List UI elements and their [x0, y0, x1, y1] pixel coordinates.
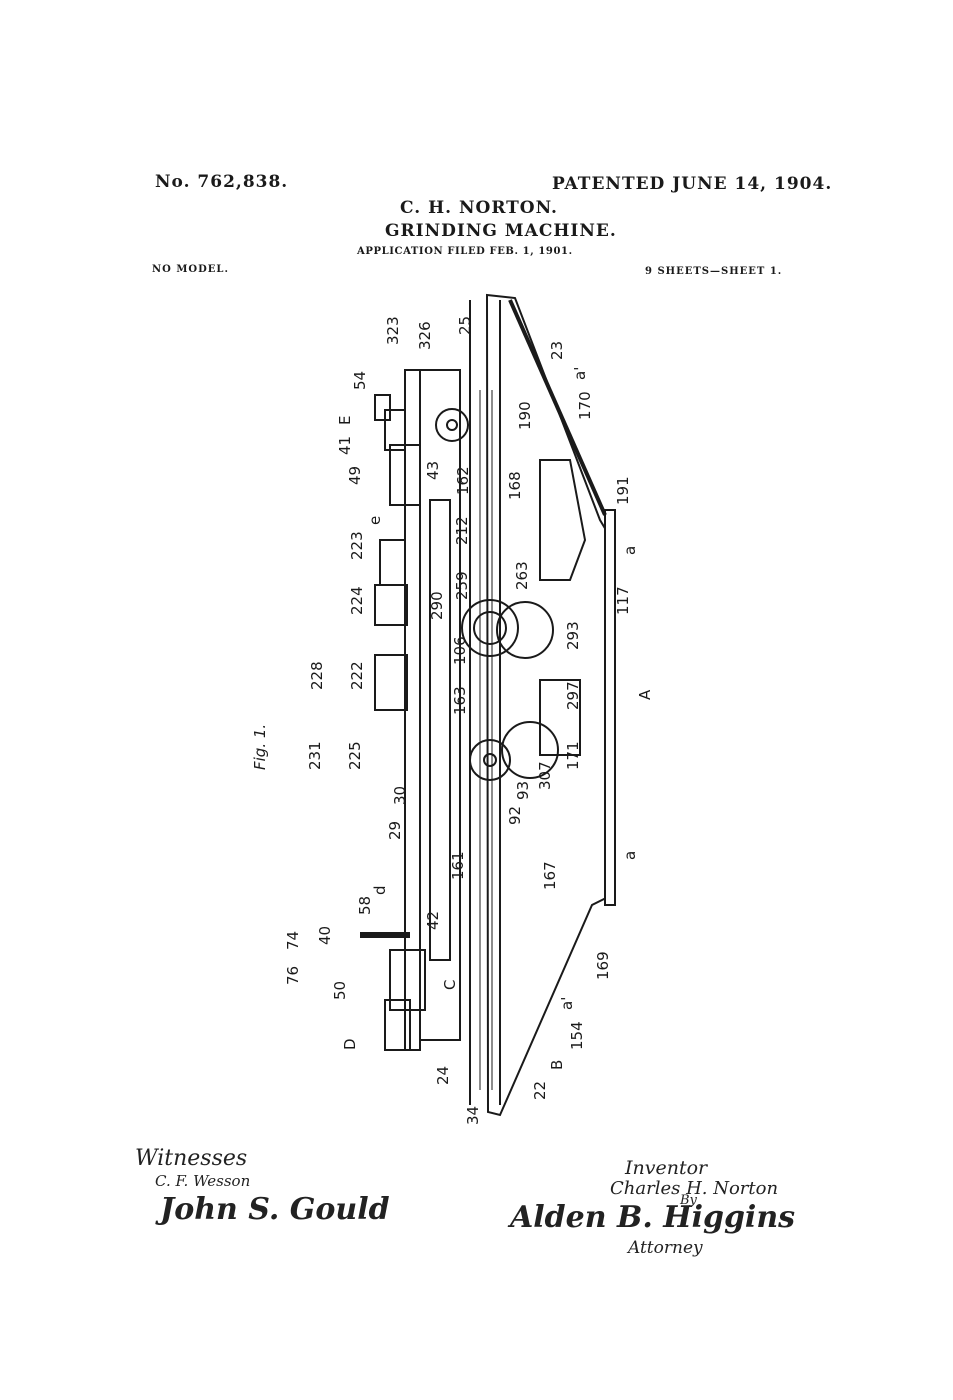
- patent-number: No. 762,838.: [155, 172, 289, 192]
- inventor-label: Inventor: [625, 1157, 708, 1179]
- numeral: 74: [284, 931, 302, 950]
- numeral: 24: [434, 1066, 452, 1085]
- figure-numerals: Fig. 1. 323 326 25 23 a' 54 E 41 49 170 …: [251, 316, 654, 1125]
- numeral: a: [621, 851, 639, 860]
- numeral: B: [548, 1060, 566, 1070]
- model-note: NO MODEL.: [152, 264, 229, 275]
- attorney-signature: Alden B. Higgins: [510, 1200, 796, 1235]
- numeral: a': [558, 997, 576, 1010]
- numeral: C: [441, 980, 459, 990]
- numeral: 41: [336, 436, 354, 455]
- numeral: 92: [506, 806, 524, 825]
- numeral: 43: [424, 461, 442, 480]
- witness-1-signature: C. F. Wesson: [155, 1172, 251, 1190]
- numeral: 154: [568, 1021, 586, 1050]
- sheet-count: 9 SHEETS—SHEET 1.: [645, 266, 783, 277]
- numeral: 106: [451, 636, 469, 665]
- numeral: 93: [514, 781, 532, 800]
- numeral: A: [636, 689, 654, 700]
- numeral: 228: [308, 661, 326, 690]
- numeral: 223: [348, 531, 366, 560]
- numeral: 224: [348, 586, 366, 615]
- numeral: 58: [356, 896, 374, 915]
- fig-label: Fig. 1.: [251, 724, 269, 770]
- numeral: 22: [531, 1081, 549, 1100]
- numeral: a: [621, 546, 639, 555]
- numeral: 263: [513, 561, 531, 590]
- motor-box: [539, 679, 581, 756]
- by-label: By: [680, 1193, 697, 1208]
- handwheel-top: [435, 408, 469, 442]
- numeral: 212: [453, 516, 471, 545]
- numeral: D: [341, 1038, 359, 1050]
- numeral: 225: [346, 741, 364, 770]
- numeral: 161: [449, 851, 467, 880]
- numeral: 168: [506, 471, 524, 500]
- numeral: 326: [416, 321, 434, 350]
- numeral: 169: [594, 951, 612, 980]
- drive-belt: [508, 299, 607, 516]
- numeral: 191: [614, 476, 632, 505]
- inventor-name: Charles H. Norton: [610, 1178, 779, 1199]
- inventor-header: C. H. NORTON.: [400, 198, 558, 218]
- witness-2-signature: John S. Gould: [160, 1192, 390, 1227]
- numeral: 29: [386, 821, 404, 840]
- numeral: 167: [541, 861, 559, 890]
- numeral: 49: [346, 466, 364, 485]
- numeral: 40: [316, 926, 334, 945]
- application-filed: APPLICATION FILED FEB. 1, 1901.: [357, 246, 573, 257]
- numeral: 76: [284, 966, 302, 985]
- numeral: 34: [464, 1106, 482, 1125]
- numeral: 307: [536, 761, 554, 790]
- attorney-label: Attorney: [628, 1238, 703, 1258]
- feed-housing: [539, 459, 587, 581]
- numeral: 293: [564, 621, 582, 650]
- numeral: 30: [391, 786, 409, 805]
- numeral: 297: [564, 681, 582, 710]
- base-strip: [604, 509, 616, 906]
- numeral: 23: [548, 341, 566, 360]
- numeral: 50: [331, 981, 349, 1000]
- numeral: 117: [614, 586, 632, 615]
- patent-title: GRINDING MACHINE.: [385, 221, 617, 241]
- numeral: 290: [428, 591, 446, 620]
- numeral: 170: [576, 391, 594, 420]
- numeral: 323: [384, 316, 402, 345]
- grinding-wheel-gear: [461, 599, 519, 657]
- numeral: a': [571, 367, 589, 380]
- patent-date: PATENTED JUNE 14, 1904.: [552, 174, 833, 194]
- numeral: 54: [351, 371, 369, 390]
- numeral: 25: [456, 316, 474, 335]
- tailstock: [389, 949, 426, 1011]
- numeral: E: [336, 416, 354, 425]
- witnesses-label: Witnesses: [135, 1146, 248, 1171]
- numeral: 162: [454, 466, 472, 495]
- numeral: 231: [306, 741, 324, 770]
- numeral: 222: [348, 661, 366, 690]
- numeral: 190: [516, 401, 534, 430]
- numeral: 42: [424, 911, 442, 930]
- numeral: d: [371, 885, 389, 895]
- numeral: 259: [453, 571, 471, 600]
- handwheel-lower: [469, 739, 511, 781]
- numeral: 171: [564, 741, 582, 770]
- numeral: e: [366, 516, 384, 525]
- numeral: 163: [451, 686, 469, 715]
